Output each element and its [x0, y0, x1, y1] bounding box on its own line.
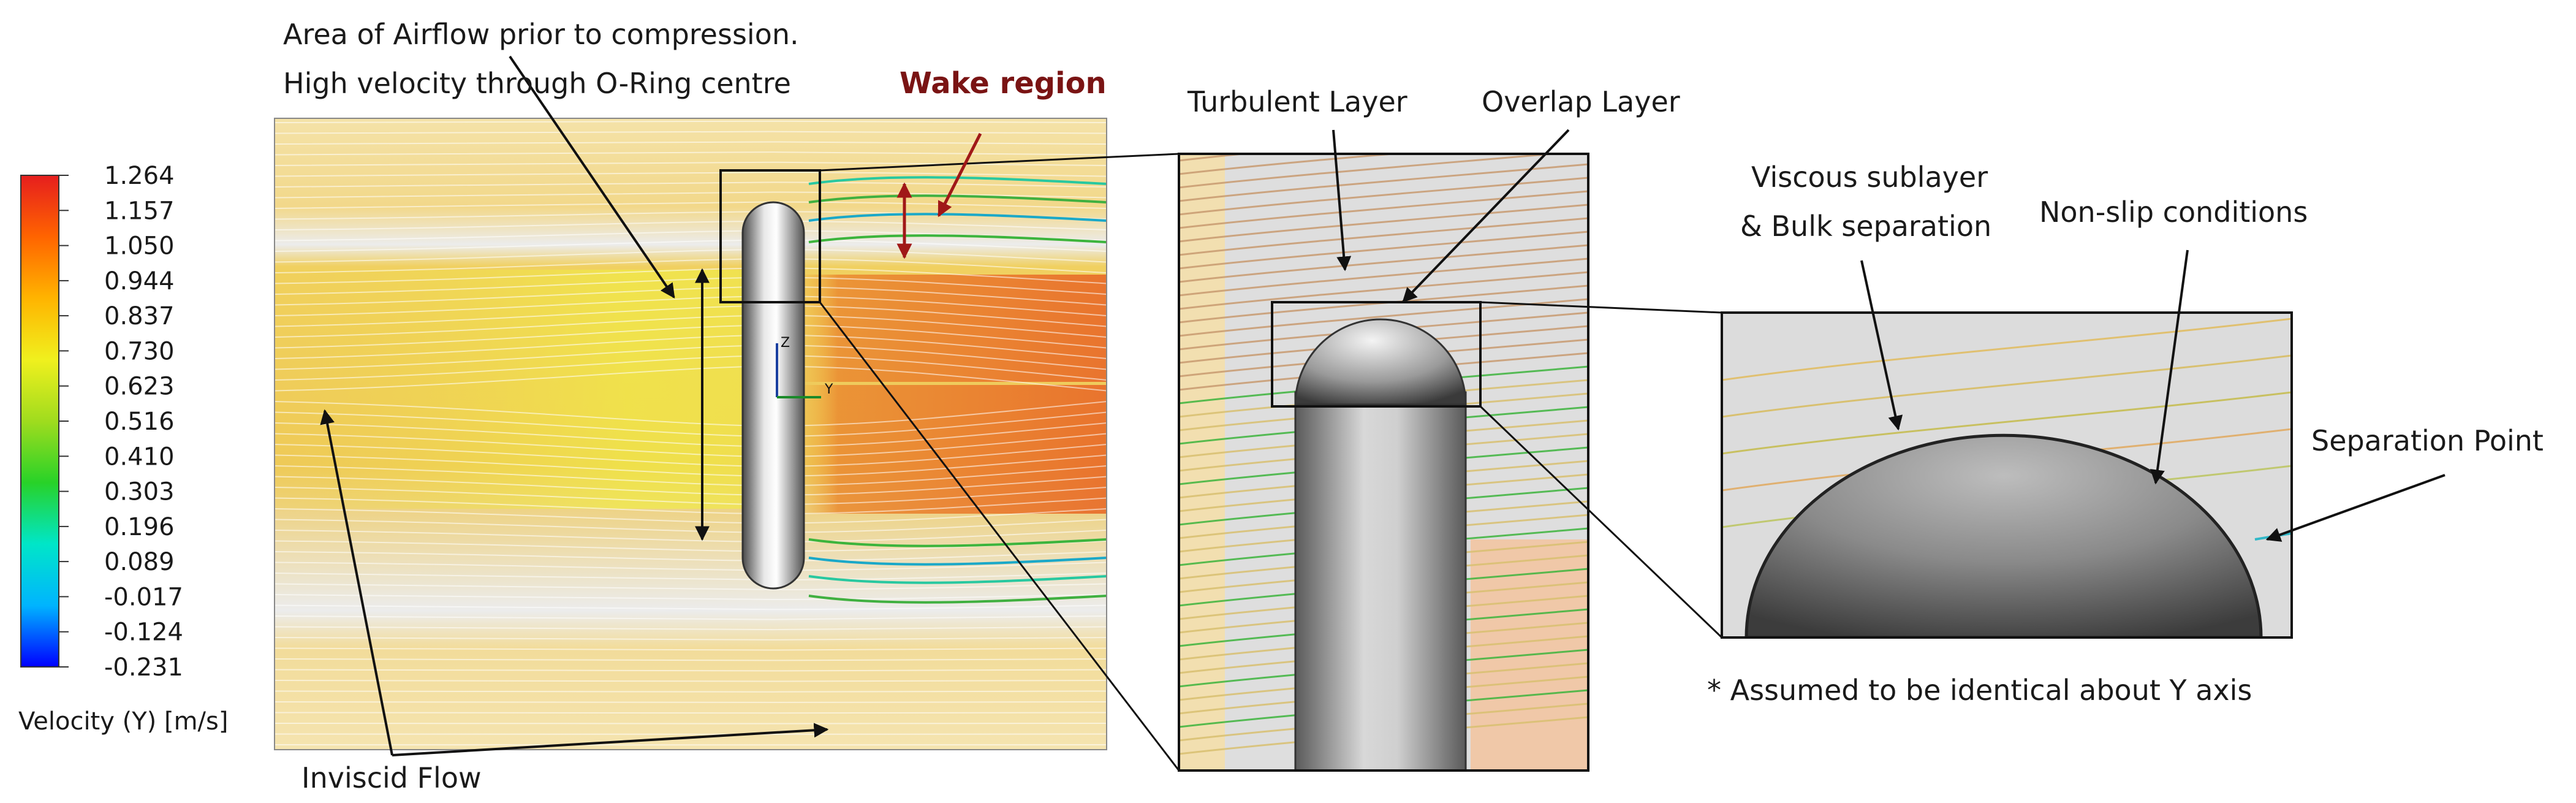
non-slip-label: Non-slip conditions [2039, 196, 2308, 229]
streamline [1722, 354, 2292, 418]
inviscid-flow-label: Inviscid Flow [301, 761, 482, 794]
overlap-layer-label: Overlap Layer [1482, 85, 1680, 118]
airflow-annotation-line2: High velocity through O-Ring centre [283, 67, 791, 100]
streamline [1179, 154, 1564, 189]
colorbar-label: 0.623 [104, 373, 175, 401]
main-panel-border [274, 118, 1107, 750]
streamline [275, 680, 1107, 682]
o-ring [741, 201, 805, 590]
colorbar-labels: 1.264 1.157 1.050 0.944 0.837 0.730 0.623 0.516… [104, 162, 183, 682]
colorbar-label: -0.017 [104, 583, 183, 611]
colorbar-gradient [20, 175, 59, 668]
streamline [275, 191, 1107, 199]
zoom-box-mid [1271, 301, 1482, 408]
streamline [1179, 190, 1588, 229]
colorbar-label: 1.264 [104, 162, 175, 190]
axis-y-label: Y [824, 382, 833, 397]
zoom-box-main [719, 169, 821, 303]
streamline [275, 626, 1107, 631]
streamline [1179, 298, 1588, 337]
colorbar-label: 1.157 [104, 197, 175, 225]
colorbar-label: 1.050 [104, 232, 175, 261]
streamline [275, 181, 1107, 188]
big-dome [1744, 433, 2263, 637]
streamline [275, 141, 1107, 145]
streamline [275, 172, 1107, 177]
colorbar-label: 0.410 [104, 443, 175, 471]
wake-streamline [808, 557, 1107, 566]
colorbar-label: -0.124 [104, 618, 183, 647]
colorbar-ticks [59, 175, 69, 668]
streamline [1179, 284, 1588, 324]
streamline [275, 669, 1107, 672]
streamline [1179, 204, 1588, 243]
colorbar-label: 0.089 [104, 548, 175, 576]
viscous-sublayer-label-1: Viscous sublayer [1751, 161, 1988, 194]
streamline [275, 647, 1107, 651]
streamline [1722, 318, 2292, 381]
streamline [275, 594, 1107, 600]
colorbar-label: 0.516 [104, 408, 175, 436]
streamline [1179, 154, 1403, 175]
streamline [275, 120, 1107, 123]
streamline [1179, 244, 1588, 283]
streamline [275, 723, 1107, 725]
wake-streamline [808, 234, 1107, 243]
colorbar-label: 0.730 [104, 337, 175, 365]
airflow-annotation-line1: Area of Airflow prior to compression. [283, 18, 799, 51]
wake-streamline [808, 538, 1107, 547]
right-zoom-panel [1722, 313, 2292, 637]
streamline [1179, 154, 1252, 162]
streamline [275, 131, 1107, 134]
colorbar: 1.264 1.157 1.050 0.944 0.837 0.730 0.623 0.516… [18, 162, 228, 736]
wake-streamline [808, 176, 1107, 185]
wake-streamline [808, 575, 1107, 584]
wake-arrows [896, 132, 982, 259]
wake-region-label: Wake region [900, 66, 1107, 101]
colorbar-label: 0.303 [104, 478, 175, 506]
streamline [275, 637, 1107, 641]
colorbar-label: -0.231 [104, 653, 183, 682]
streamline [275, 615, 1107, 620]
mid-panel-border [1178, 153, 1589, 772]
axes-triad: Z Y [776, 335, 833, 398]
colorbar-title: Velocity (Y) [m/s] [18, 707, 228, 736]
streamline [275, 583, 1107, 590]
turbulent-layer-label: Turbulent Layer [1187, 85, 1407, 118]
colorbar-label: 0.837 [104, 302, 175, 330]
wake-streamline [808, 595, 1107, 604]
annotation-arrows [320, 55, 2445, 756]
main-flow-field: Z Y [275, 118, 1107, 750]
streamline [1179, 217, 1588, 256]
streamline [1179, 230, 1588, 270]
right-panel-border [1721, 311, 2293, 639]
streamline [275, 690, 1107, 693]
streamline [275, 201, 1107, 209]
separation-point-label: Separation Point [2311, 424, 2544, 457]
colorbar-label: 0.196 [104, 513, 175, 541]
viscous-sublayer-label-2: & Bulk separation [1740, 210, 1991, 243]
colorbar-label: 0.944 [104, 267, 175, 295]
streamline [275, 712, 1107, 714]
streamline [1179, 163, 1588, 202]
streamline [1179, 257, 1588, 297]
zoom-connectors [819, 153, 1723, 771]
streamline [275, 604, 1107, 611]
streamline [1179, 271, 1588, 310]
axis-z-label: Z [781, 335, 790, 351]
streamline [1722, 391, 2292, 455]
mid-zoom-panel [1179, 154, 1588, 771]
streamline [275, 151, 1107, 156]
assumed-note: * Assumed to be identical about Y axis [1707, 674, 2252, 707]
streamline [275, 658, 1107, 661]
wake-streamline [808, 194, 1107, 204]
